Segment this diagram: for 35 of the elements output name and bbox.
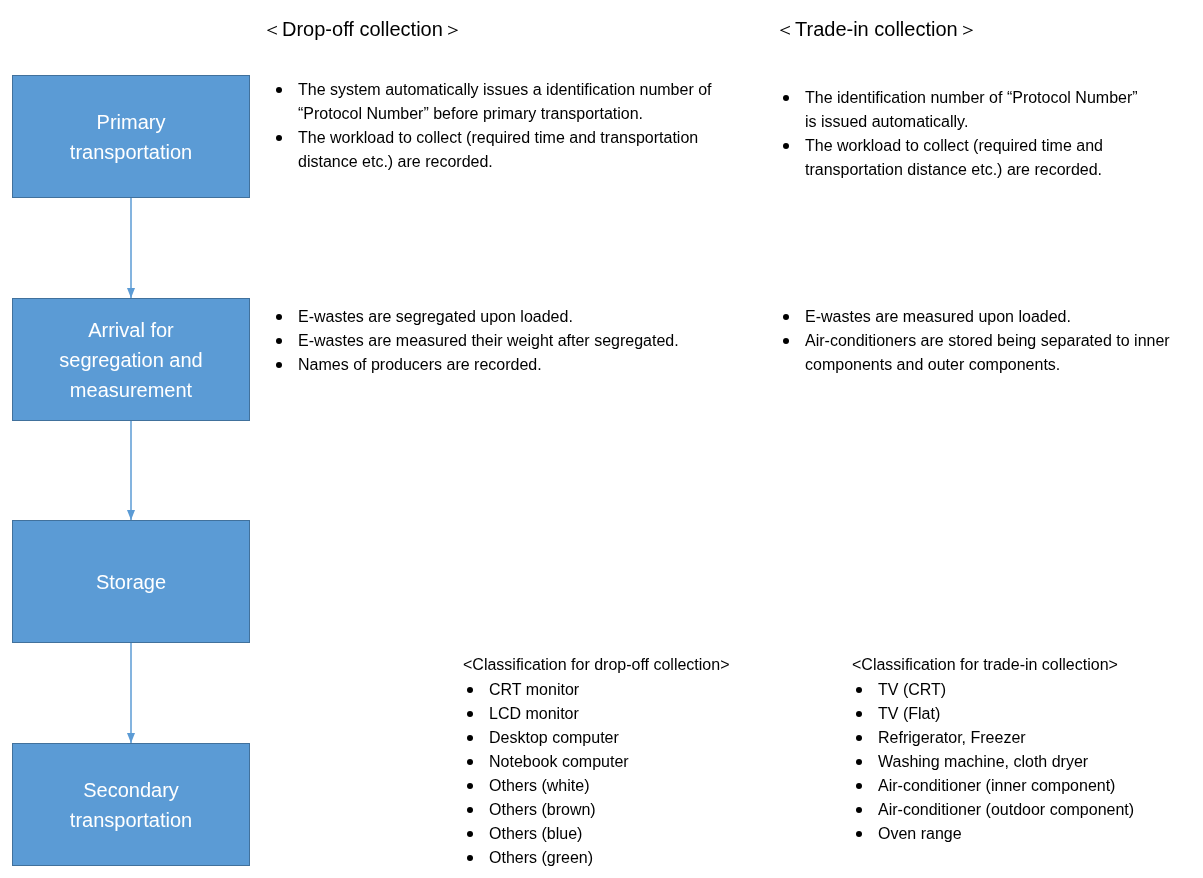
bullet-text: Air-conditioner (outdoor component): [878, 801, 1135, 818]
bullet-text: E-wastes are measured upon loaded.: [805, 308, 1071, 325]
bullet-text: The identification number of “Protocol Number” is issued automatically.: [805, 89, 1138, 130]
bullet-text: Others (blue): [489, 825, 583, 842]
bullet-text: Desktop computer: [489, 729, 619, 746]
list-heading: <Classification for trade-in collection>: [852, 655, 1118, 675]
list-heading: <Classification for drop-off collection>: [463, 655, 730, 675]
bullet-text: Air-conditioner (inner component): [878, 777, 1116, 794]
bullet-text: Others (green): [489, 849, 594, 866]
bullet-text: E-wastes are measured their weight after segregated.: [298, 332, 679, 349]
bullet-text: Others (brown): [489, 801, 596, 818]
bullet-text: Air-conditioners are stored being separated to inner components and outer components.: [805, 332, 1170, 373]
bullet-text: E-wastes are segregated upon loaded.: [298, 308, 573, 325]
section-heading: ＜Trade-in collection＞: [775, 17, 978, 42]
arrow: [126, 642, 136, 744]
bullet-text: LCD monitor: [489, 705, 579, 722]
bullet-text: Refrigerator, Freezer: [878, 729, 1026, 746]
bullet-text: CRT monitor: [489, 681, 580, 698]
bullet-text: TV (CRT): [878, 681, 947, 698]
process-box: Primary transportation: [12, 75, 250, 198]
bullet-text: The workload to collect (required time and transportation distance etc.) are recorded.: [298, 129, 699, 170]
bullet-text: TV (Flat): [878, 705, 941, 722]
bullet-text: Names of producers are recorded.: [298, 356, 542, 373]
process-box: Secondary transportation: [12, 743, 250, 866]
bullet-text: The system automatically issues a identification number of “Protocol Number” before primary transportation.: [298, 81, 712, 122]
section-heading: ＜Drop-off collection＞: [262, 17, 463, 42]
process-box: Arrival for segregation and measurement: [12, 298, 250, 421]
bullet-text: Notebook computer: [489, 753, 629, 770]
arrow: [126, 197, 136, 299]
bullet-text: Oven range: [878, 825, 962, 842]
arrow: [126, 420, 136, 521]
bullet-text: Others (white): [489, 777, 590, 794]
bullet-text: The workload to collect (required time and transportation distance etc.) are recorded.: [805, 137, 1103, 178]
bullet-text: Washing machine, cloth dryer: [878, 753, 1089, 770]
process-box: Storage: [12, 520, 250, 643]
